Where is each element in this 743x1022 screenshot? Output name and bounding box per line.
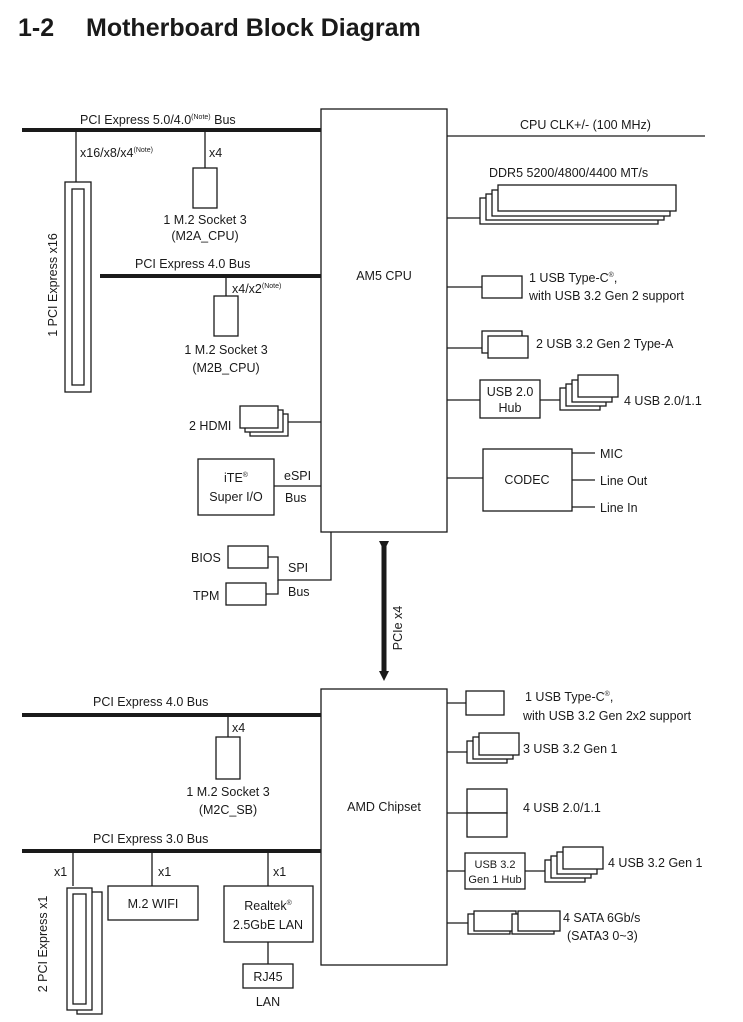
page-title: Motherboard Block Diagram — [86, 14, 421, 42]
pcie-x16-slot-inner — [71, 188, 85, 386]
pcie-x16-slot-label: 1 PCI Express x16 — [46, 233, 60, 337]
pcie-x1-slot-1-inner — [72, 893, 87, 1005]
m2c-label-line2: (M2C_SB) — [199, 803, 257, 817]
audio-line-in-label: Line In — [600, 501, 638, 515]
ddr5-label: DDR5 5200/4800/4400 MT/s — [489, 166, 648, 180]
usb32g1-label: 3 USB 3.2 Gen 1 — [523, 742, 618, 756]
cpu-clk-label: CPU CLK+/- (100 MHz) — [520, 118, 651, 132]
usb20-port-1 — [577, 374, 619, 398]
chipset-usb-typec-label-line1: 1 USB Type-C®, — [525, 690, 613, 704]
pcie5-bus-label: PCI Express 5.0/4.0(Note) Bus — [80, 113, 236, 127]
cpu-label: AM5 CPU — [356, 269, 412, 283]
usb32g2-port-front — [487, 335, 529, 359]
bios-chip — [227, 545, 269, 569]
chipset-usb20-label: 4 USB 2.0/1.1 — [523, 801, 601, 815]
m2wifi-lanes-label: x1 — [158, 865, 171, 879]
spi-wire-tpm — [266, 580, 279, 595]
audio-mic-label: MIC — [600, 447, 623, 461]
lan-lanes-label: x1 — [273, 865, 286, 879]
chipset-label: AMD Chipset — [347, 800, 421, 814]
cpu-block — [320, 108, 448, 533]
espi-label-line1: eSPI — [284, 469, 311, 483]
usb32-hub-port-1 — [562, 846, 604, 870]
usb32g2-label: 2 USB 3.2 Gen 2 Type-A — [536, 337, 674, 351]
cpu-usb-typec-label-line2: with USB 3.2 Gen 2 support — [528, 289, 684, 303]
usb32g1-port-1 — [478, 732, 520, 756]
rj45-label: RJ45 — [253, 970, 282, 984]
m2c-label-line1: 1 M.2 Socket 3 — [186, 785, 269, 799]
chipset-block — [320, 688, 448, 966]
m2c-lanes-label: x4 — [232, 721, 245, 735]
chipset-usb-typec-label-line2: with USB 3.2 Gen 2x2 support — [522, 709, 692, 723]
m2a-label-line1: 1 M.2 Socket 3 — [163, 213, 246, 227]
usb20-label: 4 USB 2.0/1.1 — [624, 394, 702, 408]
spi-label-line2: Bus — [288, 585, 310, 599]
cpu-usb-typec-label-line1: 1 USB Type-C®, — [529, 271, 617, 285]
m2b-lanes-label: x4/x2(Note) — [232, 282, 281, 296]
bios-label: BIOS — [191, 551, 221, 565]
sata-port-b-front — [517, 910, 561, 932]
audio-line-out-label: Line Out — [600, 474, 648, 488]
hdmi-port-front — [239, 405, 279, 429]
sata-label-line1: 4 SATA 6Gb/s — [563, 911, 640, 925]
usb32-hub-label-line1: USB 3.2 — [475, 859, 516, 871]
m2wifi-label: M.2 WIFI — [128, 897, 179, 911]
usb32-hub-ports-label: 4 USB 3.2 Gen 1 — [608, 856, 703, 870]
codec-label: CODEC — [504, 473, 549, 487]
ite-label-line2: Super I/O — [209, 490, 263, 504]
cpu-usb-typec-port — [481, 275, 523, 299]
m2b-label-line1: 1 M.2 Socket 3 — [184, 343, 267, 357]
m2a-label-line2: (M2A_CPU) — [171, 229, 238, 243]
ite-super-io-block — [197, 458, 275, 516]
section-number: 1-2 — [18, 14, 55, 42]
usb20-hub-label-line1: USB 2.0 — [487, 385, 534, 399]
tpm-label: TPM — [193, 589, 219, 603]
spi-label-line1: SPI — [288, 561, 308, 575]
chipset-usb-typec-port — [465, 690, 505, 716]
sata-port-a-front — [473, 910, 517, 932]
hdmi-label: 2 HDMI — [189, 419, 231, 433]
codec-block — [482, 448, 573, 512]
realtek-label-line1: Realtek® — [244, 899, 292, 913]
m2a-lanes-label: x4 — [209, 146, 222, 160]
m2c-socket — [215, 736, 241, 780]
chipset-usb20-port-2 — [466, 812, 508, 838]
pcie3-bus-label: PCI Express 3.0 Bus — [93, 832, 208, 846]
pcie-x1-lanes-label: x1 — [54, 865, 67, 879]
realtek-label-line2: 2.5GbE LAN — [233, 918, 303, 932]
espi-label-line2: Bus — [285, 491, 307, 505]
x16-lanes-label: x16/x8/x4(Note) — [80, 146, 153, 160]
m2a-socket — [192, 167, 218, 209]
lan-label: LAN — [256, 995, 280, 1009]
tpm-chip — [225, 582, 267, 606]
m2b-socket — [213, 295, 239, 337]
chipset-usb20-port-1 — [466, 788, 508, 814]
usb20-hub-label-line2: Hub — [499, 401, 522, 415]
rj45-port — [242, 963, 294, 989]
m2wifi-block — [107, 885, 199, 921]
usb32-hub-label-line2: Gen 1 Hub — [468, 874, 521, 886]
pcie4-chipset-bus-label: PCI Express 4.0 Bus — [93, 695, 208, 709]
pcie-x1-slots-label: 2 PCI Express x1 — [36, 896, 50, 993]
realtek-lan-block — [223, 885, 314, 943]
cpu-chipset-link-label: PCIe x4 — [391, 606, 405, 651]
pcie4-cpu-bus-label: PCI Express 4.0 Bus — [135, 257, 250, 271]
usb32-hub-block — [464, 852, 526, 890]
dimm-1 — [497, 184, 677, 212]
ite-label-line1: iTE® — [224, 471, 249, 485]
m2b-label-line2: (M2B_CPU) — [192, 361, 259, 375]
usb20-hub-block — [479, 379, 541, 419]
sata-label-line2: (SATA3 0~3) — [567, 929, 638, 943]
